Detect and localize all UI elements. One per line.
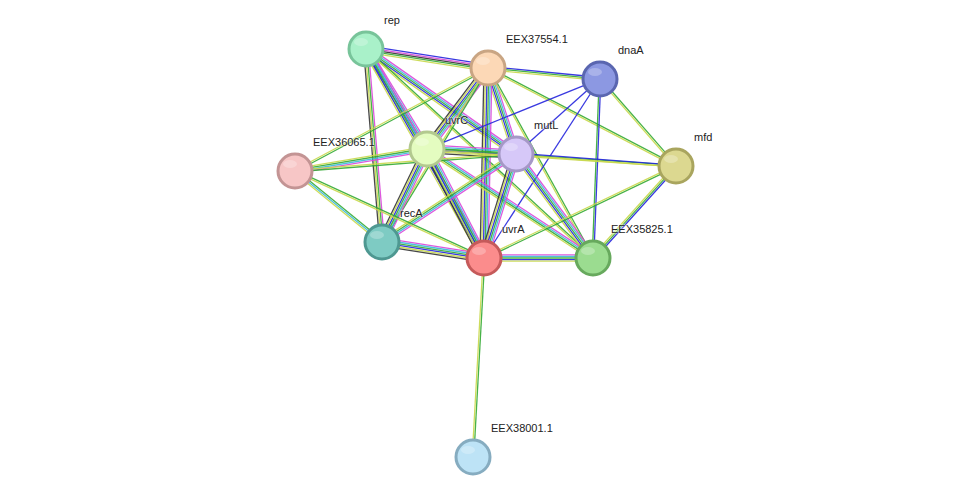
evidence-line xyxy=(312,155,499,169)
evidence-line xyxy=(309,181,370,231)
evidence-line xyxy=(505,71,583,79)
protein-node: mutL xyxy=(497,135,535,173)
evidence-line xyxy=(501,256,576,257)
node-circle xyxy=(347,30,385,68)
node-circle xyxy=(657,147,695,185)
protein-node: EEX38001.1 xyxy=(454,438,492,476)
evidence-line xyxy=(533,154,659,163)
interaction-edge xyxy=(529,90,588,142)
node-label: uvrA xyxy=(502,223,525,235)
evidence-line xyxy=(495,84,512,138)
evidence-line xyxy=(475,275,484,440)
evidence-line xyxy=(473,275,482,440)
node-label: mfd xyxy=(694,131,712,143)
evidence-line xyxy=(435,80,476,134)
evidence-line xyxy=(612,91,666,152)
node-circle xyxy=(276,152,314,190)
node-circle xyxy=(363,223,401,261)
node-circle xyxy=(408,130,446,168)
interaction-edge xyxy=(501,255,576,261)
protein-node: EEX35825.1 xyxy=(574,239,612,277)
evidence-line xyxy=(529,90,588,142)
evidence-line xyxy=(606,180,666,247)
evidence-line xyxy=(383,52,471,66)
evidence-line xyxy=(611,92,665,153)
evidence-line xyxy=(490,85,507,139)
evidence-line xyxy=(480,85,483,241)
protein-node: uvrA xyxy=(465,239,503,277)
node-circle xyxy=(497,135,535,173)
protein-node: uvrC xyxy=(408,130,446,168)
node-circle xyxy=(574,239,612,277)
node-label: EEX35825.1 xyxy=(611,223,673,235)
protein-node: mfd xyxy=(657,147,695,185)
protein-node: dnaA xyxy=(581,60,619,98)
interaction-edge xyxy=(443,85,584,142)
evidence-line xyxy=(398,249,466,260)
protein-node: EEX36065.1 xyxy=(276,152,314,190)
node-label: recA xyxy=(400,207,423,219)
evidence-line xyxy=(395,161,501,230)
interaction-edge xyxy=(473,275,484,440)
protein-node: EEX37554.1 xyxy=(469,49,507,87)
evidence-line xyxy=(308,182,369,232)
interaction-edge xyxy=(312,155,499,171)
evidence-line xyxy=(505,70,583,78)
evidence-line xyxy=(499,173,660,250)
evidence-line xyxy=(312,156,499,170)
interaction-edge xyxy=(307,181,370,233)
node-label: uvrC xyxy=(445,114,468,126)
evidence-line xyxy=(501,257,576,258)
interaction-edge xyxy=(603,178,666,247)
evidence-line xyxy=(383,53,471,67)
interaction-edge xyxy=(398,241,468,260)
evidence-line xyxy=(533,156,659,165)
evidence-line xyxy=(501,254,576,255)
interaction-edge xyxy=(593,96,600,241)
evidence-line xyxy=(398,247,466,258)
evidence-line xyxy=(443,85,584,142)
evidence-line xyxy=(311,149,409,165)
evidence-line xyxy=(397,164,503,233)
interaction-edge xyxy=(505,68,583,79)
node-label: EEX38001.1 xyxy=(491,422,553,434)
node-circle xyxy=(469,49,507,87)
evidence-line xyxy=(501,261,576,262)
node-circle xyxy=(465,239,503,277)
evidence-line xyxy=(307,183,368,233)
evidence-line xyxy=(604,179,664,246)
node-label: mutL xyxy=(534,119,558,131)
node-circle xyxy=(454,438,492,476)
interaction-edge xyxy=(386,163,423,229)
node-circle xyxy=(581,60,619,98)
interaction-edge xyxy=(480,85,491,241)
evidence-line xyxy=(501,259,576,260)
protein-node: rep xyxy=(347,30,385,68)
evidence-line xyxy=(396,163,502,232)
protein-node: recA xyxy=(363,223,401,261)
evidence-line xyxy=(437,81,478,135)
node-label: rep xyxy=(384,14,400,26)
evidence-line xyxy=(593,96,599,241)
interaction-edge xyxy=(533,154,659,165)
node-label: EEX36065.1 xyxy=(313,136,375,148)
interaction-edge xyxy=(434,79,481,138)
node-label: dnaA xyxy=(618,44,644,56)
interaction-edge xyxy=(611,91,666,153)
node-label: EEX37554.1 xyxy=(506,33,568,45)
